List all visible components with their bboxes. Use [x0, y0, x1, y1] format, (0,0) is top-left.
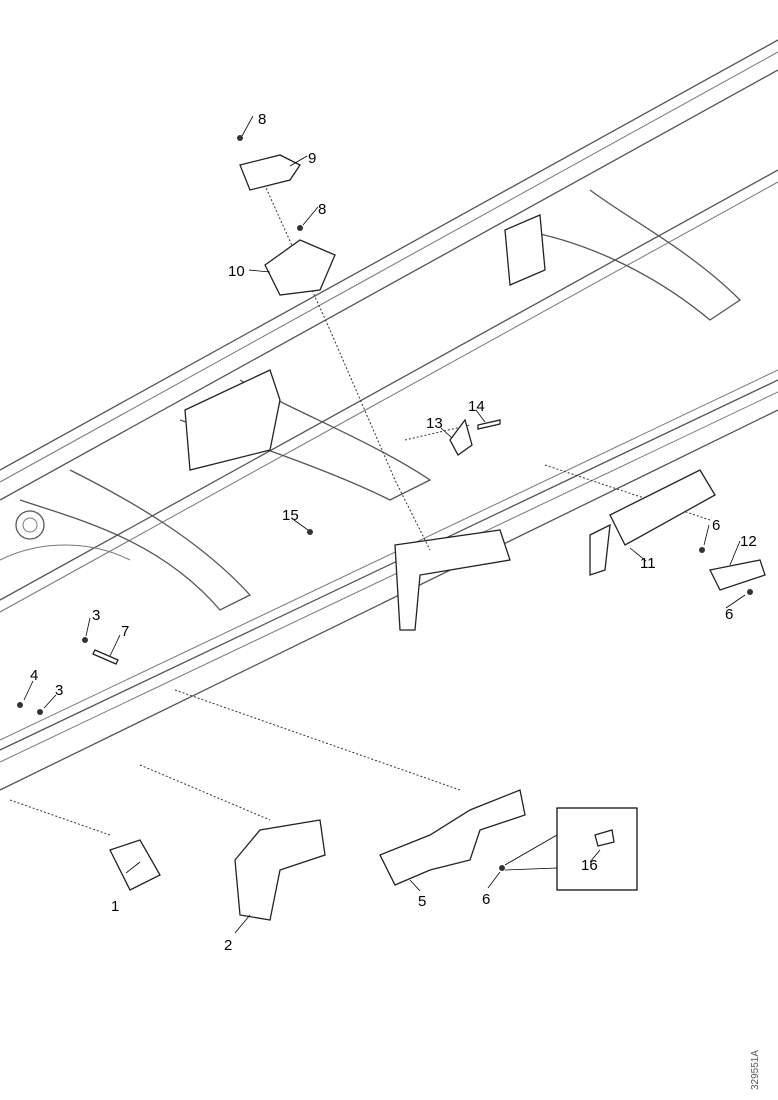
part-3-nut [82, 637, 88, 643]
part-10-bracket [264, 239, 336, 296]
callout-9: 9 [308, 150, 316, 167]
part-6-nut-lower [747, 589, 753, 595]
callout-10: 10 [228, 263, 245, 280]
callout-labels: 1 2 3 3 4 5 6 6 6 7 8 8 9 10 11 12 13 14… [30, 111, 757, 954]
part-8-nut-mid [297, 225, 303, 231]
callout-2: 2 [224, 937, 232, 954]
assembly-lines [9, 169, 711, 836]
callout-8-top: 8 [258, 111, 266, 128]
part-11-bracket [589, 469, 716, 576]
part-12-clamp [709, 559, 766, 591]
chassis-frame [0, 39, 778, 791]
part-7-bolt [92, 649, 119, 665]
callout-3-lower: 3 [55, 682, 63, 699]
callout-6-bottom: 6 [482, 891, 490, 908]
part-2-bracket [234, 819, 326, 921]
callout-6-right-upper: 6 [712, 517, 720, 534]
callout-11: 11 [640, 555, 656, 572]
part-8-nut-top [237, 135, 243, 141]
callout-6-right-lower: 6 [725, 606, 733, 623]
parts [17, 135, 766, 921]
detail-inset-box [556, 807, 638, 891]
part-14-bolt [477, 419, 501, 430]
callout-12: 12 [740, 533, 757, 550]
part-9-plate [239, 154, 301, 191]
part-1-bracket [109, 839, 161, 891]
callout-1: 1 [111, 898, 119, 915]
callout-3-upper: 3 [92, 607, 100, 624]
callout-7: 7 [121, 623, 129, 640]
callout-5: 5 [418, 893, 426, 910]
part-3-bolt [37, 709, 43, 715]
part-16-bolt-detail [594, 829, 615, 847]
part-5-bracket [379, 789, 526, 886]
callout-15: 15 [282, 507, 299, 524]
callout-8-mid: 8 [318, 201, 326, 218]
part-6-nut-upper [699, 547, 705, 553]
callout-16: 16 [581, 857, 598, 874]
drawing-code: 329551A [750, 1049, 761, 1090]
callout-4: 4 [30, 667, 38, 684]
callout-13: 13 [426, 415, 443, 432]
callout-14: 14 [468, 398, 485, 415]
part-6-nut [499, 865, 505, 871]
part-4-washer [17, 702, 23, 708]
leader-lines [23, 115, 746, 934]
part-13-clip [449, 418, 473, 456]
part-15-bolt [307, 529, 313, 535]
